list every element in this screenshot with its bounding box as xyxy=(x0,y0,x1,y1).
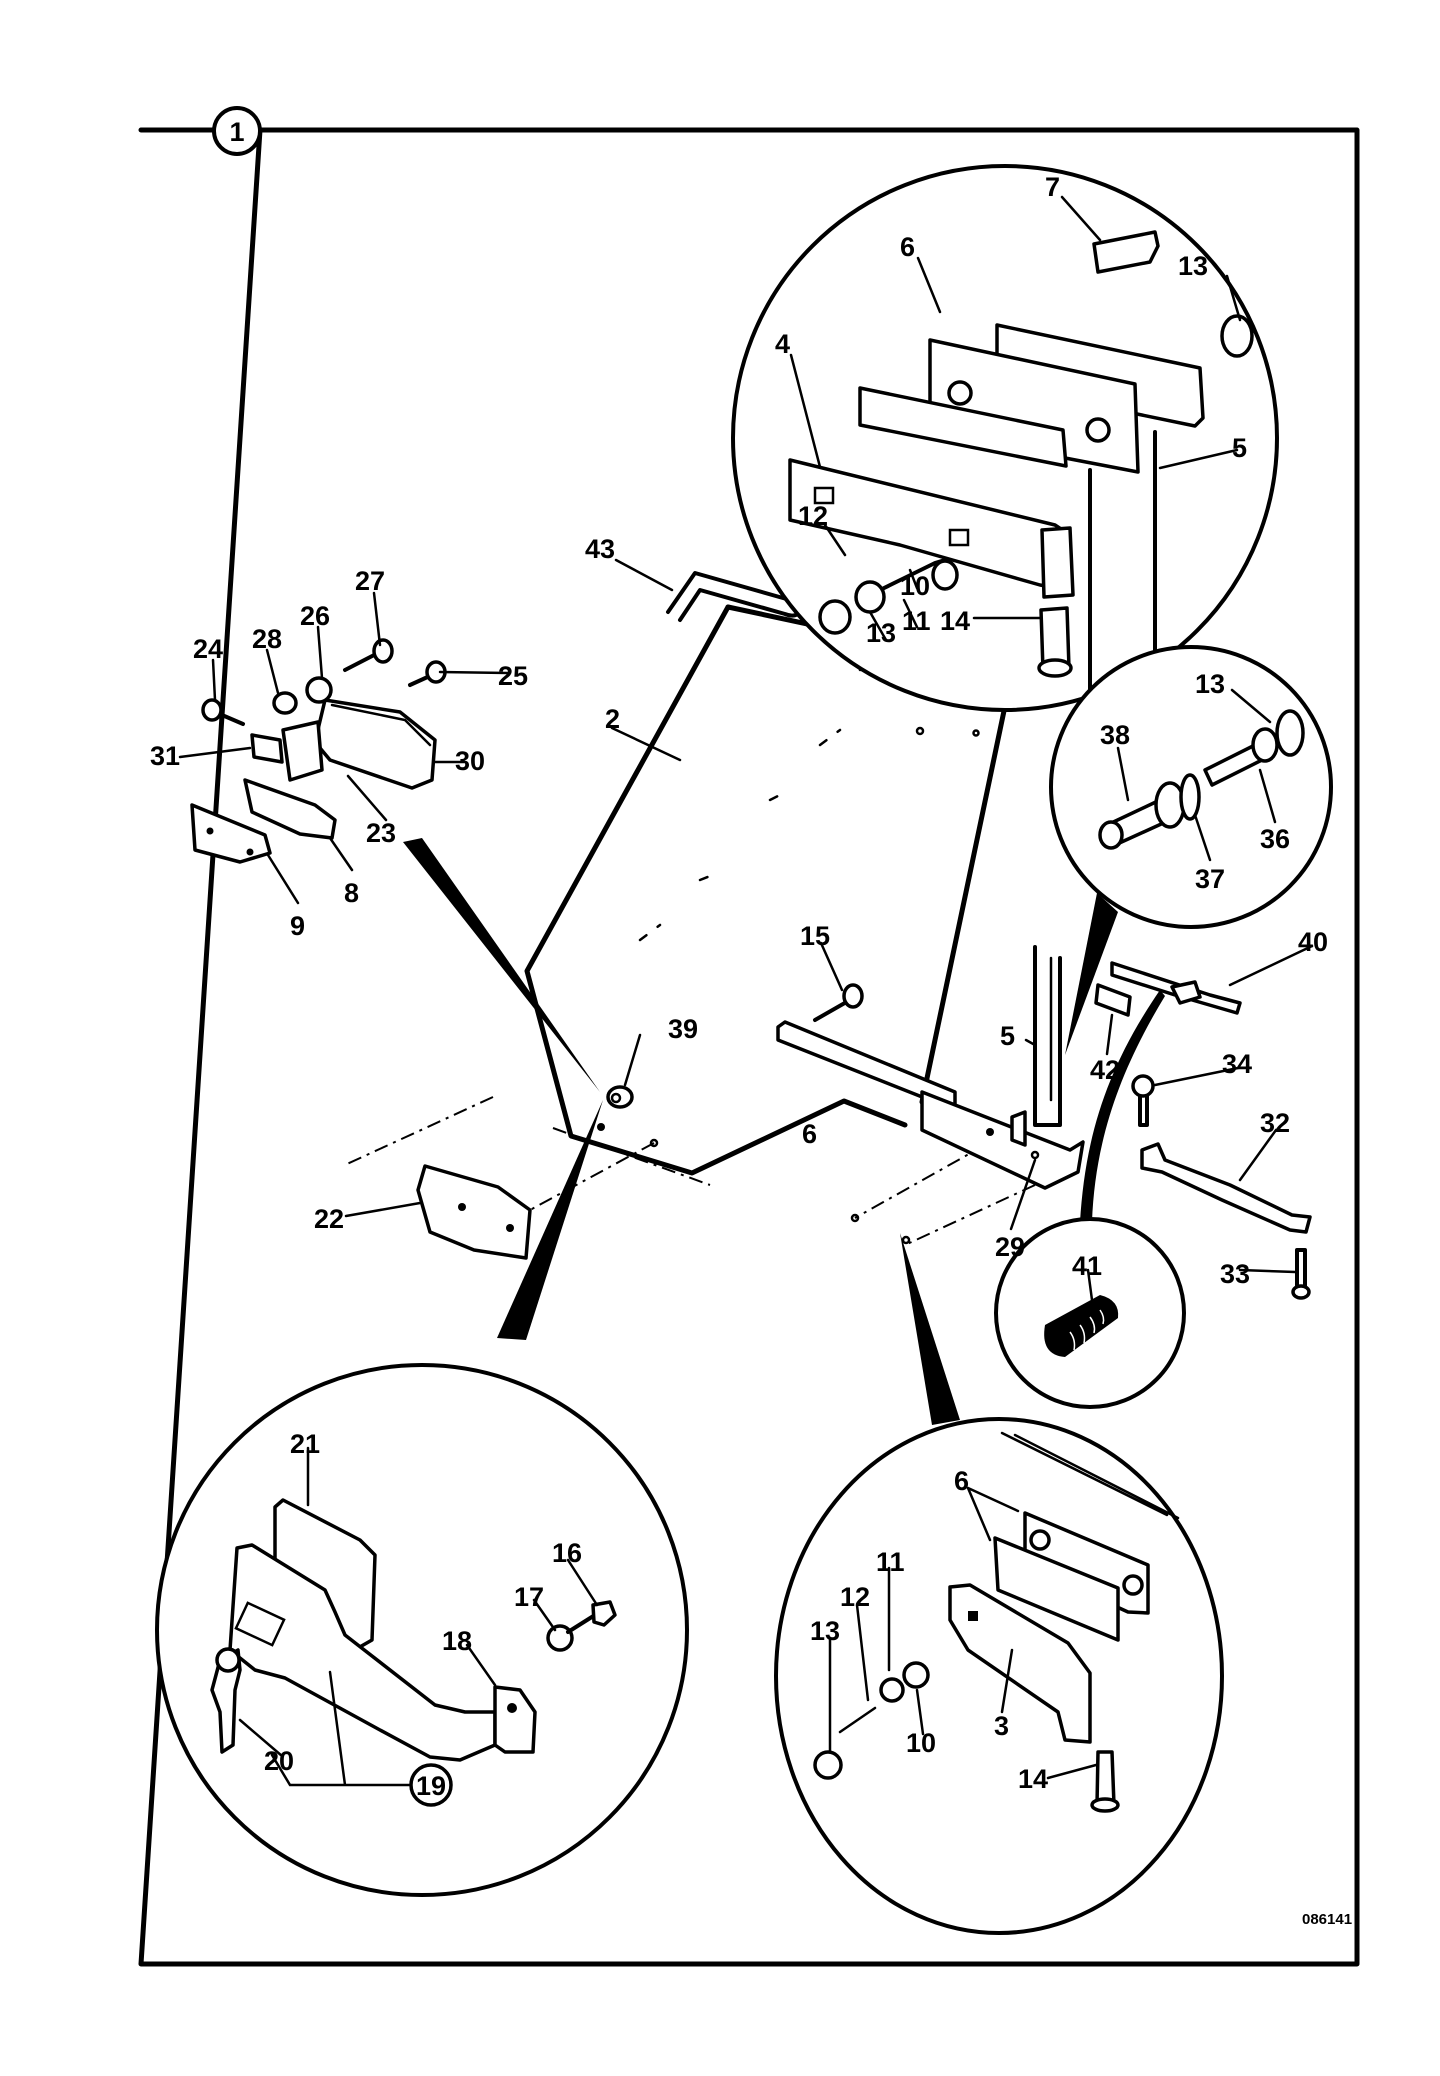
callout-29: 29 xyxy=(995,1232,1025,1262)
callout-28: 28 xyxy=(252,624,282,654)
wedge-handle xyxy=(497,1100,603,1340)
callout-15: 15 xyxy=(800,921,830,951)
part-9-plate xyxy=(190,803,272,864)
part-6-bar xyxy=(776,1020,1085,1190)
part-28-nut xyxy=(272,691,298,715)
wedge-spring xyxy=(1080,990,1165,1222)
callout-17: 17 xyxy=(514,1582,544,1612)
alignment-lines xyxy=(346,1096,1036,1246)
callout-22: 22 xyxy=(314,1204,344,1234)
callout-38: 38 xyxy=(1100,720,1130,750)
callout-labels: 7 13 6 4 5 12 10 11 13 14 43 27 26 28 24… xyxy=(150,172,1352,1928)
callout-14: 14 xyxy=(940,606,970,636)
part-34-bolt xyxy=(1131,1074,1155,1127)
part-26-spacer xyxy=(305,676,333,704)
callout-31: 31 xyxy=(150,741,180,771)
callout-4: 4 xyxy=(775,329,790,359)
callout-12: 12 xyxy=(798,501,828,531)
callout-pin-13: 13 xyxy=(1195,669,1225,699)
callout-42: 42 xyxy=(1090,1055,1120,1085)
inset-pin xyxy=(1049,645,1333,929)
callout-lower-12: 12 xyxy=(840,1582,870,1612)
callout-lower-3: 3 xyxy=(994,1711,1009,1741)
callout-36: 36 xyxy=(1260,824,1290,854)
callout-5: 5 xyxy=(1232,433,1247,463)
figure-number: 1 xyxy=(229,117,244,147)
wedge-lower-hinge xyxy=(900,1233,960,1425)
part-23-bracket xyxy=(281,720,324,782)
callout-6: 6 xyxy=(900,232,915,262)
pointer-wedges xyxy=(403,838,1165,1425)
callout-33: 33 xyxy=(1220,1259,1250,1289)
callout-32: 32 xyxy=(1260,1108,1290,1138)
inset-top-hinge xyxy=(731,164,1279,712)
part-8-plate xyxy=(243,778,337,840)
callout-13: 13 xyxy=(1178,251,1208,281)
part-32-strut xyxy=(1140,1142,1312,1234)
callout-lower-11: 11 xyxy=(876,1547,905,1577)
callout-43: 43 xyxy=(585,534,615,564)
callout-11: 11 xyxy=(902,606,931,636)
callout-10: 10 xyxy=(900,571,930,601)
callout-24: 24 xyxy=(193,634,223,664)
wedge-latch xyxy=(403,838,600,1092)
callout-5b: 5 xyxy=(1000,1021,1015,1051)
part-33-bolt xyxy=(1291,1248,1311,1300)
part-27-screw xyxy=(343,651,380,672)
part-31-catch xyxy=(250,733,284,764)
latch-assembly xyxy=(190,638,447,864)
part-39-button xyxy=(606,1085,634,1109)
callout-18: 18 xyxy=(442,1626,472,1656)
callout-13b: 13 xyxy=(866,618,896,648)
part-40-lever xyxy=(1110,961,1242,1015)
callout-34: 34 xyxy=(1222,1049,1252,1079)
callout-lower-14: 14 xyxy=(1018,1764,1048,1794)
wedge-pin-inset xyxy=(1065,893,1118,1055)
part-16-bolt xyxy=(566,1613,597,1634)
callout-8: 8 xyxy=(344,878,359,908)
part-18-spacer xyxy=(493,1685,537,1754)
figure-number-badge: 1 xyxy=(212,106,262,156)
callout-23: 23 xyxy=(366,818,396,848)
part-42-clip xyxy=(1094,983,1132,1017)
callout-37: 37 xyxy=(1195,864,1225,894)
callout-19: 19 xyxy=(416,1771,446,1801)
part-15-bolt xyxy=(813,983,864,1022)
callout-lower-6: 6 xyxy=(954,1466,969,1496)
callout-16: 16 xyxy=(552,1538,582,1568)
callout-20: 20 xyxy=(264,1746,294,1776)
reference-code: 086141 xyxy=(1302,1911,1352,1928)
callout-27: 27 xyxy=(355,566,385,596)
callout-2: 2 xyxy=(605,704,620,734)
callout-30: 30 xyxy=(455,746,485,776)
leader-lines xyxy=(178,195,1314,1787)
callout-41: 41 xyxy=(1072,1251,1102,1281)
callout-21: 21 xyxy=(290,1429,320,1459)
callout-19-badge xyxy=(409,1763,453,1807)
callout-lower-10: 10 xyxy=(906,1728,936,1758)
inset-lower-hinge xyxy=(774,1417,1224,1935)
figure-frame xyxy=(138,127,1360,1967)
callout-7: 7 xyxy=(1045,172,1060,202)
callout-26: 26 xyxy=(300,601,330,631)
callout-9: 9 xyxy=(290,911,305,941)
callout-lower-13: 13 xyxy=(810,1616,840,1646)
callout-39: 39 xyxy=(668,1014,698,1044)
part-5-post xyxy=(1033,945,1062,1127)
callout-6b: 6 xyxy=(802,1119,817,1149)
inset-handle xyxy=(155,1363,689,1897)
callout-25: 25 xyxy=(498,661,528,691)
part-22-plate xyxy=(416,1164,532,1260)
inset-spring xyxy=(994,1217,1186,1409)
callout-40: 40 xyxy=(1298,927,1328,957)
